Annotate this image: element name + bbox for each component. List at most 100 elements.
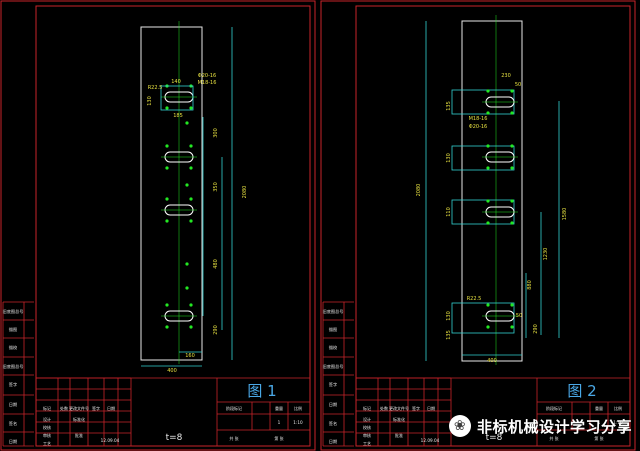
dim-290: 290 [213, 325, 219, 335]
hole-center-mark [486, 89, 490, 93]
outer-border [0, 0, 316, 451]
title-block-sheet: 共 张 [549, 435, 558, 441]
title-block-role: 设计 [363, 416, 371, 422]
title-block-header: 签字 [92, 405, 100, 411]
title-block-role: 审核 [363, 432, 371, 438]
title-block-header: 标记 [363, 405, 371, 411]
title-block-role: 审核 [43, 432, 51, 438]
title-block-header: 标记 [43, 405, 51, 411]
title-block-header: 签字 [412, 405, 420, 411]
hole-center-mark [510, 221, 514, 225]
dim-400: 400 [487, 358, 497, 364]
hole-center-mark [189, 197, 193, 201]
dim-total-height: 2080 [242, 186, 248, 199]
dim-50: 50 [516, 313, 522, 319]
drawing-title: 图 2 [567, 382, 596, 400]
hole-center-mark [486, 144, 490, 148]
title-block-sheet: 共 张 [229, 435, 238, 441]
title-block-role: 校核 [363, 424, 371, 430]
hole-center-mark [165, 166, 169, 170]
hole-center-mark [165, 303, 169, 307]
drawing-title: 图 1 [247, 382, 276, 400]
title-block-approve: 批准 [75, 432, 83, 438]
title-block-header: 日期 [427, 405, 435, 411]
side-table-cell: 日期 [329, 402, 337, 408]
dim-top-width: 140 [171, 79, 181, 85]
side-table-cell: 日期 [9, 439, 17, 445]
hole-center-mark [510, 166, 514, 170]
title-block-header: 更改文件号 [69, 405, 89, 411]
hole-center-mark [486, 166, 490, 170]
side-table-cell: 签名 [329, 420, 337, 427]
wechat-logo-icon: ❀ [448, 415, 471, 437]
watermark: ❀ 非标机械设计学习分享 [448, 415, 632, 437]
title-block-sheet-of: 第 张 [594, 435, 603, 441]
dim-880: 880 [527, 280, 533, 290]
title-block-header: 处数 [60, 405, 68, 411]
title-block-ratio: 1:10 [293, 420, 303, 425]
dim-160: 160 [185, 353, 195, 359]
title-block-date: 12.09.04 [101, 438, 120, 443]
title-block-header: 更改文件号 [389, 405, 409, 411]
hole-center-mark [165, 325, 169, 329]
dim-top-width: 230 [501, 73, 511, 79]
hole-center-mark [510, 325, 514, 329]
side-table-cell: 描校 [329, 344, 338, 351]
title-block-header: 处数 [380, 405, 388, 411]
dim-130: 130 [446, 153, 452, 163]
dim-135: 135 [446, 101, 452, 111]
title-block: 标记处数更改文件号签字日期设计校核审核工艺标准化批准12.09.04阶段标记重量… [36, 377, 310, 447]
title-block-scale: 比例 [294, 405, 302, 411]
hole-center-mark [189, 219, 193, 223]
dim-thread: M18-16 [198, 80, 217, 86]
side-table-cell: 日期 [9, 402, 17, 408]
hole-center-mark [486, 111, 490, 115]
title-block-std: 标准化 [73, 416, 85, 422]
hole-center-mark [486, 325, 490, 329]
hole-center-mark [165, 197, 169, 201]
side-table-cell: 旧底图总号 [3, 308, 24, 315]
side-table-cell: 签字 [9, 381, 17, 387]
dim-290: 290 [533, 324, 539, 334]
title-block: 标记处数更改文件号签字日期设计校核审核工艺标准化批准12.09.04阶段标记重量… [356, 377, 630, 447]
side-table-cell: 描校 [9, 344, 18, 351]
hole-center-mark [185, 183, 189, 187]
title-block-approve: 批准 [395, 432, 403, 438]
dim-1580: 1580 [562, 208, 568, 221]
title-block-qty: 1 [598, 420, 601, 425]
outer-border [320, 0, 636, 451]
dim-hole-diameter: Φ20-16 [198, 73, 216, 79]
title-block-role: 校核 [43, 424, 51, 430]
dim-total-height: 2080 [416, 184, 422, 197]
detail-box [451, 145, 515, 171]
title-block-ratio: 1:10 [613, 420, 623, 425]
dim-480: 480 [213, 259, 219, 269]
dim-400: 400 [167, 368, 177, 374]
plate-outline [461, 20, 523, 362]
dim-350: 350 [213, 182, 219, 192]
hole-center-mark [165, 219, 169, 223]
drawing-sheet-1: 旧底图总号描图描校旧底图总号签字日期签名日期标记处数更改文件号签字日期设计校核审… [0, 0, 316, 451]
hole-center-mark [510, 199, 514, 203]
side-table-cell: 日期 [329, 439, 337, 445]
side-table-cell: 签字 [329, 381, 337, 387]
dim-radius: R22.5 [148, 85, 163, 91]
dim-hole-diameter: Φ20-16 [469, 124, 487, 130]
title-block-role: 设计 [43, 416, 51, 422]
dim-radius: R22.5 [467, 296, 482, 302]
dim-slot-length: 185 [173, 113, 183, 119]
dim-top-50: 50 [515, 82, 521, 88]
hole-center-mark [165, 106, 169, 110]
title-block-std: 标准化 [393, 416, 405, 422]
title-block-scale: 比例 [614, 405, 622, 411]
title-block-stage: 阶段标记 [226, 405, 242, 411]
hole-center-mark [510, 89, 514, 93]
side-table-cell: 描图 [9, 326, 17, 333]
hole-center-mark [486, 303, 490, 307]
hole-center-mark [185, 121, 189, 125]
plate-outline [140, 26, 203, 361]
side-table-cell: 签名 [9, 420, 17, 427]
